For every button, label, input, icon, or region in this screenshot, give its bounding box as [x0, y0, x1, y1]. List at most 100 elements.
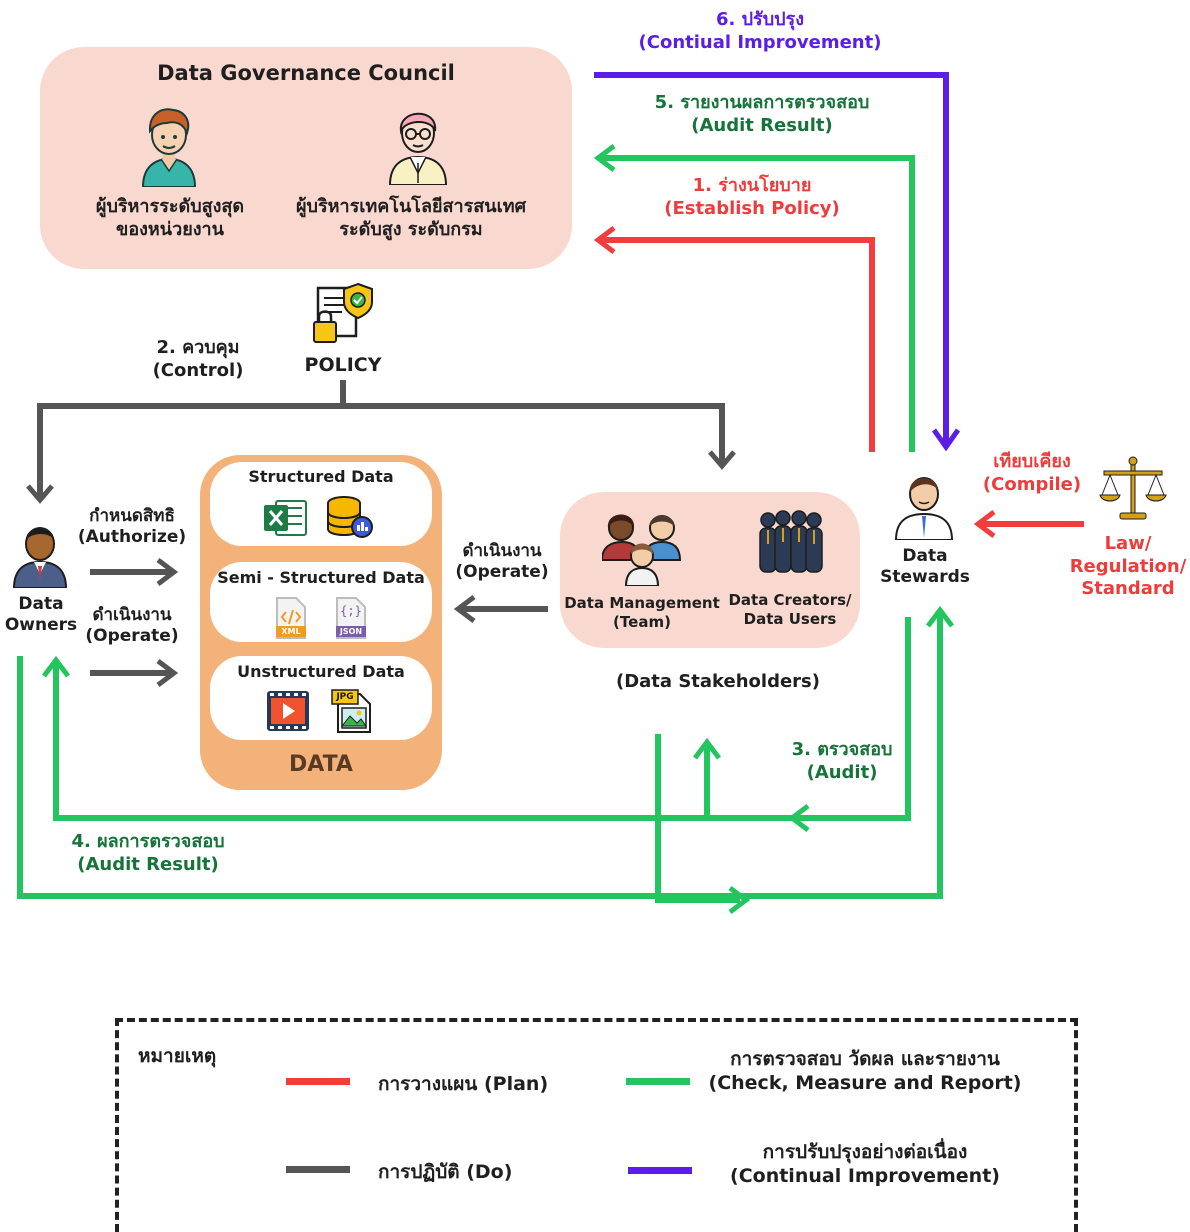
semi-structured-data-label: Semi - Structured Data: [217, 568, 425, 587]
legend-check-line-2: (Check, Measure and Report): [708, 1071, 1022, 1094]
data-users-line-2: Data Users: [743, 609, 837, 628]
audit-report-arrow: [600, 155, 915, 452]
cio-person-icon: [386, 103, 450, 189]
compile-th: เทียบเคียง: [993, 451, 1071, 472]
authorize-th: กำหนดสิทธิ: [89, 506, 175, 526]
executive-person-icon: [137, 105, 201, 191]
data-owners-line-2: Owners: [4, 615, 78, 636]
step-5-label: 5. รายงานผลการตรวจสอบ (Audit Result): [600, 92, 924, 137]
law-line-3: Standard: [1081, 578, 1175, 599]
unstructured-data-panel: [210, 656, 432, 740]
legend-plan-label: การวางแผน (Plan): [378, 1073, 549, 1095]
authorize-en: (Authorize): [77, 527, 187, 548]
step-2-label: 2. ควบคุม (Control): [140, 337, 256, 382]
control-arrowhead-left: [26, 484, 54, 504]
legend-title: หมายเหตุ: [138, 1045, 217, 1067]
data-users-icon: [756, 510, 826, 580]
audit-result-arrow: [17, 612, 943, 899]
step-1-en: (Establish Policy): [664, 197, 840, 219]
management-team-line-2: (Team): [613, 612, 671, 631]
control-arrow: [37, 403, 725, 498]
legend-do-line: [286, 1166, 350, 1173]
management-team-line-1: Data Management: [564, 594, 720, 612]
audit-loop-arrowhead-mid: [787, 804, 810, 832]
law-line-2: Regulation/: [1069, 555, 1187, 577]
executive-label: ผู้บริหารระดับสูงสุด ของหน่วยงาน: [70, 196, 270, 241]
step-6-en: (Contiual Improvement): [638, 31, 882, 53]
step-2-en: (Control): [152, 359, 244, 381]
step-5-th: 5. รายงานผลการตรวจสอบ: [654, 92, 870, 113]
cio-label-line-1: ผู้บริหารเทคโนโลยีสารสนเทศ: [295, 196, 527, 217]
legend-box: [115, 1018, 1078, 1232]
data-governance-council: [40, 47, 572, 269]
step-3-en: (Audit): [806, 761, 878, 783]
data-owner-person-icon: [12, 518, 68, 592]
xml-file-icon: XML: [274, 596, 308, 644]
establish-policy-arrowhead: [593, 226, 616, 254]
audit-result-arrowhead-stewards: [926, 605, 954, 628]
jpg-file-icon: JPG: [330, 688, 374, 738]
data-title: DATA: [289, 752, 353, 777]
cio-label: ผู้บริหารเทคโนโลยีสารสนเทศ ระดับสูง ระดั…: [276, 196, 546, 241]
step-3-th: 3. ตรวจสอบ: [791, 739, 893, 760]
step-4-label: 4. ผลการตรวจสอบ (Audit Result): [56, 831, 240, 876]
legend-improve-line-1: การปรับปรุงอย่างต่อเนื่อง: [762, 1141, 968, 1163]
authorize-label: กำหนดสิทธิ (Authorize): [76, 506, 188, 549]
cio-label-line-2: ระดับสูง ระดับกรม: [339, 218, 483, 240]
compile-arrowhead: [973, 510, 996, 538]
stakeholders-operate-en: (Operate): [455, 562, 549, 583]
policy-label: POLICY: [304, 354, 382, 376]
management-team-label: Data Management (Team): [564, 594, 720, 632]
compile-label: เทียบเคียง (Compile): [970, 451, 1094, 496]
step-1-th: 1. ร่างนโยบาย: [692, 175, 812, 196]
step-1-label: 1. ร่างนโยบาย (Establish Policy): [620, 175, 884, 220]
management-team-icon: [600, 510, 682, 590]
step-6-th: 6. ปรับปรุง: [715, 9, 805, 30]
data-owners-label: Data Owners: [0, 594, 82, 637]
legend-check-line: [626, 1078, 690, 1085]
stakeholder-result-arrow: [655, 734, 740, 903]
scale-of-justice-icon: [1098, 455, 1168, 527]
legend-improve-line: [628, 1167, 692, 1174]
audit-stakeholders-arrowhead: [693, 737, 721, 760]
step-4-en: (Audit Result): [77, 853, 219, 875]
step-3-label: 3. ตรวจสอบ (Audit): [780, 739, 904, 784]
stakeholders-operate-label: ดำเนินงาน (Operate): [450, 541, 554, 584]
data-steward-person-icon: [894, 470, 954, 544]
data-users-line-1: Data Creators/: [728, 591, 852, 609]
compile-en: (Compile): [982, 473, 1082, 495]
improvement-arrow: [594, 72, 949, 445]
semi-structured-data-panel: [210, 562, 432, 642]
authorize-arrowhead: [156, 558, 179, 586]
structured-data-panel: [210, 462, 432, 546]
control-arrowhead-right: [708, 450, 736, 470]
excel-icon: [262, 498, 308, 542]
data-stewards-label: Data Stewards: [872, 546, 978, 589]
unstructured-data-label: Unstructured Data: [237, 662, 405, 681]
json-glyph: {;}: [340, 604, 362, 618]
legend-do-label: การปฏิบัติ (Do): [378, 1161, 513, 1183]
data-stewards-line-2: Stewards: [880, 567, 970, 588]
stakeholders-operate-th: ดำเนินงาน: [462, 541, 542, 561]
data-owners-line-1: Data: [18, 594, 64, 614]
json-badge: JSON: [339, 627, 363, 636]
xml-badge: XML: [281, 627, 301, 636]
data-stakeholders-caption: (Data Stakeholders): [615, 671, 820, 692]
executive-label-line-1: ผู้บริหารระดับสูงสุด: [95, 196, 245, 217]
law-line-1: Law/: [1104, 533, 1152, 554]
step-4-th: 4. ผลการตรวจสอบ: [71, 831, 225, 852]
stakeholder-result-arrowhead: [728, 886, 751, 914]
legend-check-line-1: การตรวจสอบ วัดผล และรายงาน: [730, 1048, 1000, 1070]
owners-operate-arrowhead: [156, 659, 179, 687]
legend-check-label: การตรวจสอบ วัดผล และรายงาน (Check, Measu…: [700, 1048, 1030, 1096]
audit-loop-arrow: [53, 617, 911, 821]
legend-plan-line: [286, 1078, 350, 1085]
executive-label-line-2: ของหน่วยงาน: [116, 218, 224, 240]
json-file-icon: {;} JSON: [334, 596, 368, 644]
database-icon: [326, 495, 374, 543]
data-stewards-line-1: Data: [902, 546, 948, 566]
audit-loop-arrowhead-owners: [42, 655, 70, 678]
owners-operate-th: ดำเนินงาน: [92, 605, 172, 625]
audit-report-arrowhead: [593, 144, 616, 172]
